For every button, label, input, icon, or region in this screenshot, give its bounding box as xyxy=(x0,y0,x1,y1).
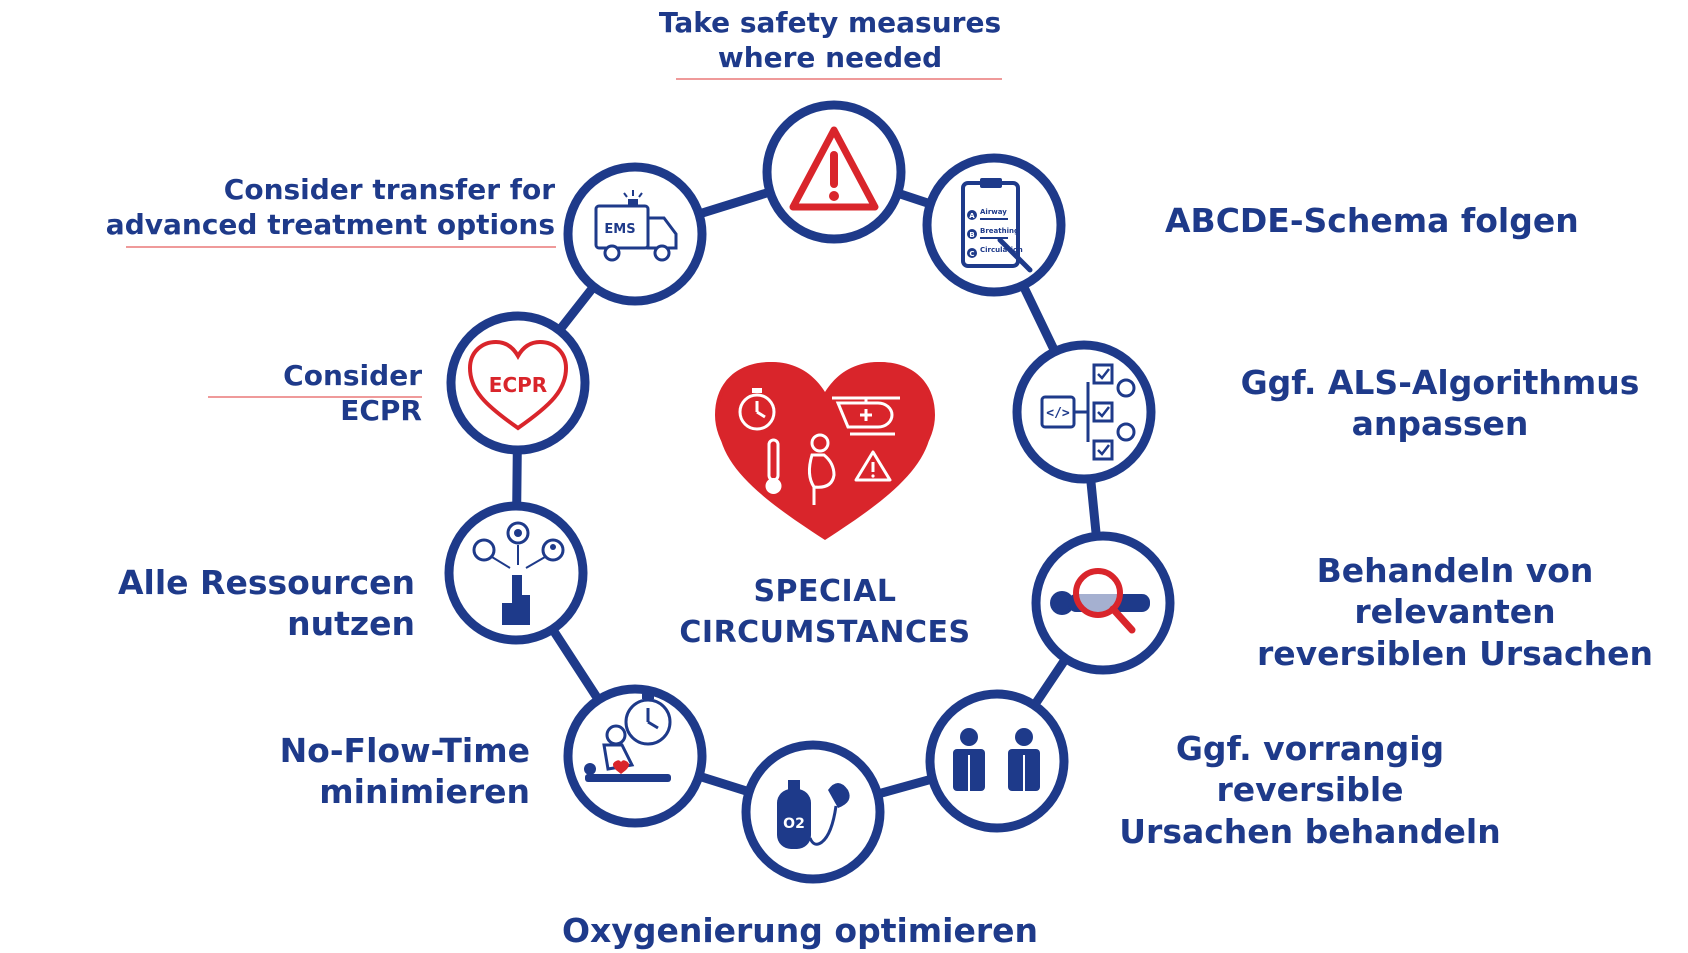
label-reversible: Behandeln von relevanten reversiblen Urs… xyxy=(1225,550,1685,674)
node-transfer: EMS xyxy=(563,162,707,306)
label-safety-line1: Take safety measures xyxy=(658,6,1002,39)
abcde-circulation-text: Circulation xyxy=(980,246,1023,254)
label-oxygen-line1: Oxygenierung optimieren xyxy=(561,911,1039,950)
center-title-line2: CIRCUMSTANCES xyxy=(679,614,971,650)
clipboard-icon: A B C Airway Breathing Circulation xyxy=(961,178,1033,273)
abcde-breathing-text: Breathing xyxy=(980,227,1019,235)
warning-triangle-icon xyxy=(789,126,879,211)
resources-hand-icon xyxy=(472,521,565,625)
label-priority-line1: Ggf. vorrangig reversible xyxy=(1175,729,1445,810)
node-resources xyxy=(444,501,588,645)
node-noflow xyxy=(563,684,707,828)
ecpr-heart-icon: ECPR xyxy=(467,339,569,431)
ambulance-icon: EMS xyxy=(594,190,678,262)
center-title-line1: SPECIAL xyxy=(753,574,897,609)
two-people-icon xyxy=(953,728,1040,791)
transfer-underline xyxy=(126,246,556,248)
label-oxygen: Oxygenierung optimieren xyxy=(560,910,1040,951)
label-als-line2: anpassen xyxy=(1351,404,1529,444)
label-ecpr: Consider ECPR xyxy=(200,358,422,428)
label-noflow: No-Flow-Time minimieren xyxy=(60,730,530,813)
abcde-letter-c: C xyxy=(969,250,974,258)
ecpr-underline xyxy=(208,396,422,398)
label-priority-line2: Ursachen behandeln xyxy=(1119,811,1501,851)
abcde-letter-a: A xyxy=(969,212,975,220)
abcde-letter-b: B xyxy=(969,231,974,239)
label-priority: Ggf. vorrangig reversible Ursachen behan… xyxy=(1090,728,1530,852)
algorithm-flow-icon: </> xyxy=(1040,363,1136,461)
label-transfer-line2: advanced treatment options xyxy=(105,208,555,241)
oxygen-tank-icon: O2 xyxy=(777,780,850,849)
node-abcde: A B C Airway Breathing Circulation xyxy=(922,153,1066,297)
node-als: </> xyxy=(1012,340,1156,484)
label-als: Ggf. ALS-Algorithmus anpassen xyxy=(1230,362,1650,445)
node-ecpr: ECPR xyxy=(446,311,590,455)
label-resources: Alle Ressourcen nutzen xyxy=(10,562,415,645)
center-heart-icon xyxy=(715,362,935,540)
label-reversible-line1: Behandeln von relevanten xyxy=(1316,551,1594,632)
node-safety xyxy=(762,100,906,244)
label-transfer-line1: Consider transfer for xyxy=(223,173,555,206)
label-ecpr-line1: Consider ECPR xyxy=(283,359,422,427)
node-priority xyxy=(925,689,1069,833)
ecpr-icon-text: ECPR xyxy=(489,373,547,397)
label-abcde: ABCDE-Schema folgen xyxy=(1165,200,1615,241)
label-safety-line2: where needed xyxy=(717,41,943,74)
label-reversible-line2: reversiblen Ursachen xyxy=(1257,633,1653,673)
label-abcde-line1: ABCDE-Schema folgen xyxy=(1165,201,1579,240)
label-als-line1: Ggf. ALS-Algorithmus xyxy=(1240,363,1640,402)
label-noflow-line1: No-Flow-Time minimieren xyxy=(279,731,530,812)
node-reversible xyxy=(1031,531,1175,675)
ems-icon-text: EMS xyxy=(604,222,635,237)
o2-label: O2 xyxy=(783,816,805,832)
cpr-timer-icon xyxy=(584,694,672,782)
safety-underline xyxy=(676,78,1002,80)
svg-text:</>: </> xyxy=(1046,406,1070,421)
center-title: SPECIAL CIRCUMSTANCES xyxy=(640,572,1010,653)
node-oxygen: O2 xyxy=(741,740,885,884)
label-transfer: Consider transfer for advanced treatment… xyxy=(100,172,555,242)
label-safety: Take safety measures where needed xyxy=(640,5,1020,75)
abcde-airway-text: Airway xyxy=(980,208,1007,216)
magnifier-patient-icon xyxy=(1050,568,1150,634)
label-resources-line1: Alle Ressourcen nutzen xyxy=(118,563,415,644)
